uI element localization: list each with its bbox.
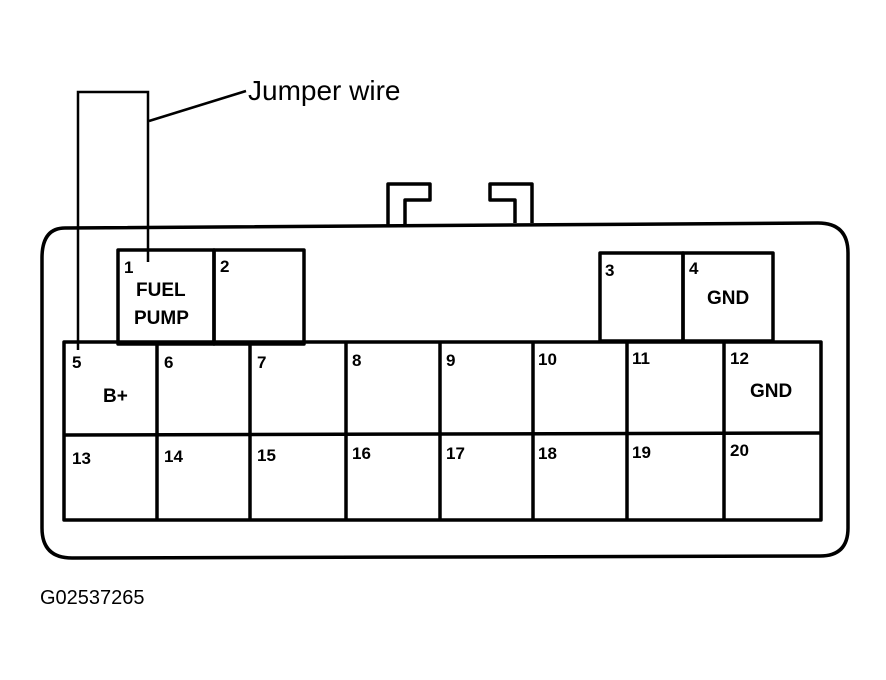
pin-1-label-line-1: FUEL bbox=[136, 280, 186, 301]
pin-cavity-2 bbox=[212, 248, 306, 346]
jumper-wire-leader-line bbox=[148, 89, 247, 123]
pin-number-17: 17 bbox=[446, 444, 465, 463]
pin-5-label: B+ bbox=[103, 386, 128, 407]
pin-number-20: 20 bbox=[730, 441, 749, 460]
pin-number-15: 15 bbox=[257, 446, 276, 465]
pin-number-2: 2 bbox=[220, 257, 229, 276]
connector-housing bbox=[40, 221, 850, 560]
pin-number-8: 8 bbox=[352, 351, 361, 370]
pin-number-11: 11 bbox=[632, 349, 650, 368]
pin-number-16: 16 bbox=[352, 444, 371, 463]
pin-number-10: 10 bbox=[538, 350, 557, 369]
pin-grid-frame bbox=[62, 340, 823, 522]
pin-number-3: 3 bbox=[605, 261, 614, 280]
jumper-wire-callout: Jumper wire bbox=[248, 75, 400, 106]
pin-number-18: 18 bbox=[538, 444, 557, 463]
jumper-wire bbox=[76, 90, 150, 350]
pin-4-label: GND bbox=[707, 288, 749, 309]
locking-tab-left bbox=[386, 182, 432, 226]
pin-number-9: 9 bbox=[446, 351, 455, 370]
pin-number-5: 5 bbox=[72, 353, 81, 372]
pin-number-12: 12 bbox=[730, 349, 749, 368]
pin-1-label-line-2: PUMP bbox=[134, 308, 189, 329]
pin-number-19: 19 bbox=[632, 443, 651, 462]
pin-number-6: 6 bbox=[164, 353, 173, 372]
locking-tab-right bbox=[488, 182, 534, 223]
pin-number-7: 7 bbox=[257, 353, 266, 372]
grid-row-divider bbox=[63, 431, 822, 437]
pin-number-13: 13 bbox=[72, 449, 91, 468]
pin-number-14: 14 bbox=[164, 447, 183, 466]
pin-12-label: GND bbox=[750, 381, 792, 402]
grid-column-dividers bbox=[155, 342, 726, 520]
figure-id: G02537265 bbox=[40, 587, 145, 609]
pin-number-1: 1 bbox=[124, 258, 133, 277]
pin-number-4: 4 bbox=[689, 259, 699, 278]
